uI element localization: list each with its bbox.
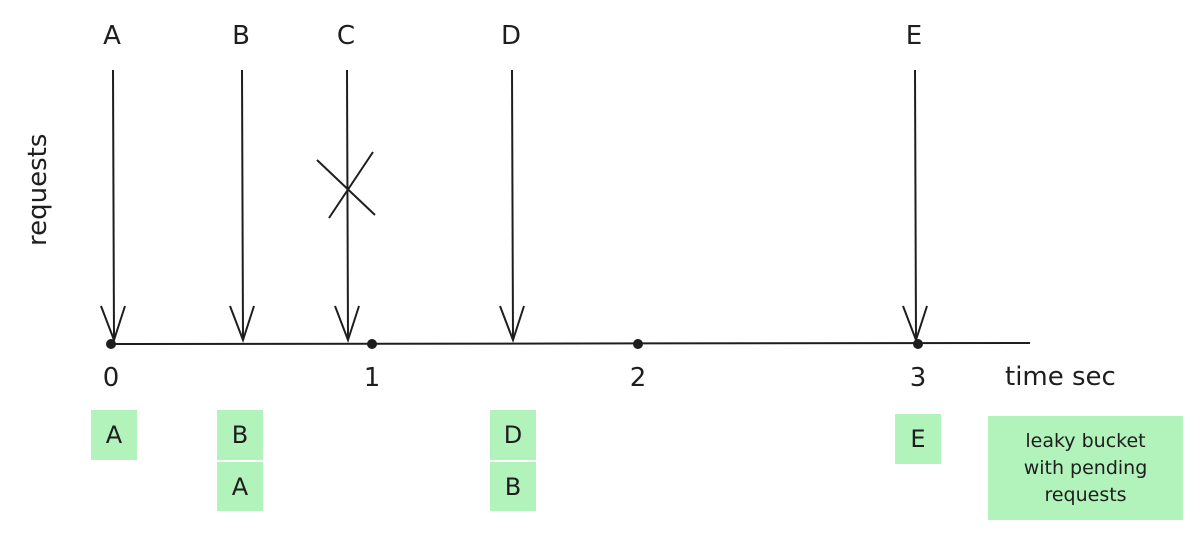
time-axis	[107, 342, 1031, 345]
legend-box: leaky bucket with pending requests	[988, 416, 1183, 520]
tick-label: 2	[630, 363, 647, 393]
tick-label: 3	[910, 363, 927, 393]
tick-dot	[633, 339, 643, 349]
request-arrow	[229, 69, 255, 344]
request-label: A	[103, 21, 121, 51]
bucket-item: A	[91, 410, 137, 460]
request-label: D	[501, 21, 521, 51]
request-label: E	[906, 21, 922, 51]
request-arrow	[499, 69, 525, 344]
request-label: C	[337, 21, 355, 51]
tick-dot	[913, 339, 923, 349]
rejected-x-icon	[316, 151, 376, 219]
bucket-item: B	[217, 410, 263, 460]
bucket-item: D	[490, 410, 536, 460]
request-label: B	[232, 21, 250, 51]
request-arrow	[902, 69, 928, 344]
request-arrow	[334, 69, 360, 344]
x-axis-label: time sec	[1005, 362, 1116, 392]
y-axis-label: requests	[23, 134, 53, 246]
tick-dot	[367, 339, 377, 349]
bucket-item: A	[217, 462, 263, 511]
tick-label: 0	[103, 363, 120, 393]
tick-label: 1	[364, 363, 381, 393]
request-arrow	[100, 69, 126, 344]
legend-text: leaky bucket with pending requests	[1023, 429, 1148, 506]
tick-dot	[106, 339, 116, 349]
bucket-item: E	[895, 414, 941, 464]
bucket-item: B	[490, 462, 536, 511]
